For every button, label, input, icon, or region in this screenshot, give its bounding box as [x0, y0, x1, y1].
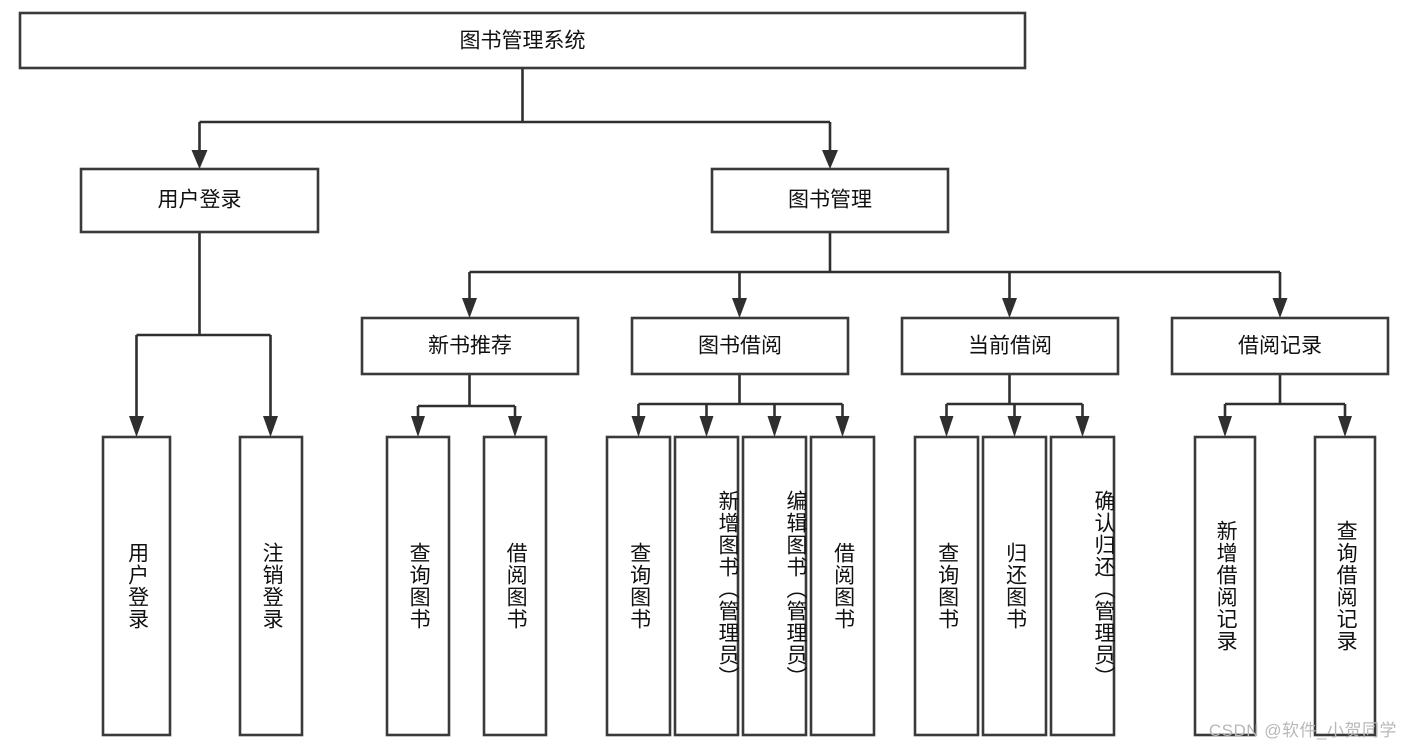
node-user-login-label: 用户登录 — [158, 189, 242, 212]
node-book-management-label: 图书管理 — [788, 189, 872, 212]
leaf-box-confirm-return[interactable] — [1049, 435, 1116, 737]
leaf-box-return-book[interactable] — [981, 435, 1048, 737]
node-current-borrow-label: 当前借阅 — [968, 335, 1052, 358]
leaf-box-user-login[interactable] — [101, 435, 172, 737]
node-new-book-recommend-label: 新书推荐 — [428, 335, 512, 358]
connector-record-to-leaves — [1218, 374, 1352, 437]
leaf-box-borrow-book-2[interactable] — [809, 435, 876, 737]
connector-newbook-to-leaves — [411, 374, 522, 437]
connector-bookmgmt-to-level3 — [462, 232, 1288, 318]
leaf-box-query-book-1[interactable] — [385, 435, 451, 737]
leaf-boxes — [101, 435, 1377, 737]
node-new-book-recommend[interactable]: 新书推荐 — [360, 316, 580, 376]
connector-borrow-to-leaves — [631, 374, 850, 437]
leaf-box-borrow-book-1[interactable] — [482, 435, 548, 737]
node-current-borrow[interactable]: 当前借阅 — [900, 316, 1120, 376]
leaf-box-edit-book[interactable] — [741, 435, 808, 737]
node-book-borrow-label: 图书借阅 — [698, 335, 782, 358]
node-user-login[interactable]: 用户登录 — [79, 167, 320, 234]
node-book-borrow[interactable]: 图书借阅 — [630, 316, 850, 376]
connector-current-to-leaves — [939, 374, 1090, 437]
csdn-watermark: CSDN @软件_小贺同学 — [1208, 721, 1397, 740]
node-borrow-record-label: 借阅记录 — [1238, 335, 1322, 358]
leaf-box-add-record[interactable] — [1193, 435, 1257, 737]
leaf-box-query-book-3[interactable] — [913, 435, 980, 737]
node-borrow-record[interactable]: 借阅记录 — [1170, 316, 1390, 376]
leaf-box-add-book[interactable] — [673, 435, 740, 737]
leaf-box-query-record[interactable] — [1313, 435, 1377, 737]
connector-userlogin-to-leaves — [129, 232, 278, 437]
leaf-box-query-book-2[interactable] — [605, 435, 672, 737]
leaf-box-logout[interactable] — [238, 435, 304, 737]
node-book-management[interactable]: 图书管理 — [710, 167, 950, 234]
connector-root-to-level2 — [191, 68, 838, 169]
node-root-label: 图书管理系统 — [460, 30, 586, 53]
node-root[interactable]: 图书管理系统 — [18, 11, 1027, 70]
